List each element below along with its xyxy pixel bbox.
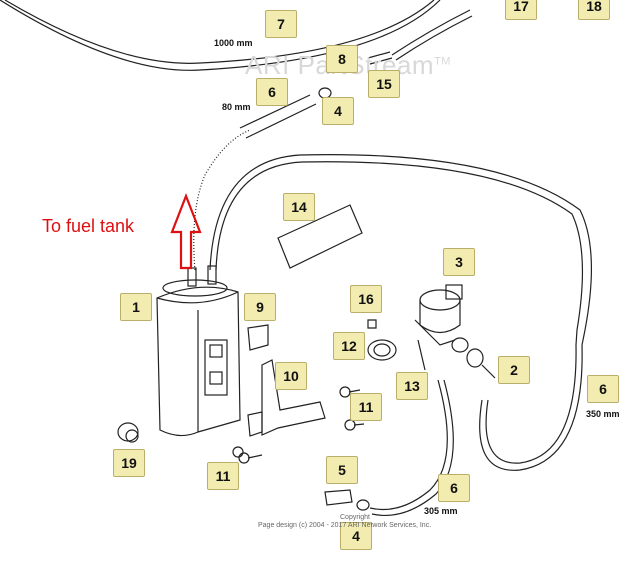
hose-350mm-loop	[479, 344, 583, 471]
callout-7[interactable]: 7	[265, 10, 297, 38]
clamp-12	[367, 339, 397, 361]
callout-5[interactable]: 5	[326, 456, 358, 484]
hose-350mm-loop-inner	[485, 344, 577, 464]
connector-15	[367, 51, 393, 65]
bracket-10	[261, 359, 326, 436]
bracket-9	[247, 324, 269, 351]
dim-1000mm: 1000 mm	[214, 38, 253, 48]
callout-11-bottom[interactable]: 11	[207, 462, 239, 490]
screw-11a	[238, 452, 250, 464]
screw-11b	[232, 446, 244, 458]
hose-350mm-inner	[215, 161, 584, 346]
callout-4-bottom[interactable]: 4	[340, 522, 372, 550]
footer-page-design: Page design (c) 2004 - 2017 ARI Network …	[258, 522, 432, 529]
callout-6-right[interactable]: 6	[587, 375, 619, 403]
callout-6-bottom[interactable]: 6	[438, 474, 470, 502]
callout-2[interactable]: 2	[498, 356, 530, 384]
dim-350mm: 350 mm	[586, 409, 620, 419]
hose-80mm	[239, 94, 317, 139]
arrow-to-fuel-tank	[170, 192, 202, 270]
callout-16[interactable]: 16	[350, 285, 382, 313]
clip-11a	[247, 411, 263, 437]
callout-17[interactable]: 17	[505, 0, 537, 20]
hose-1000mm-inner	[4, 0, 435, 64]
callout-15[interactable]: 15	[368, 70, 400, 98]
label-14	[277, 204, 363, 269]
callout-19[interactable]: 19	[113, 449, 145, 477]
screw-11d	[344, 419, 356, 431]
callout-10[interactable]: 10	[275, 362, 307, 390]
callout-4-top[interactable]: 4	[322, 97, 354, 125]
callout-8[interactable]: 8	[326, 45, 358, 73]
hose-350mm-long	[209, 154, 593, 346]
callout-6-top[interactable]: 6	[256, 78, 288, 106]
canister-1	[156, 265, 241, 437]
callout-11-mid[interactable]: 11	[350, 393, 382, 421]
screw-11c	[339, 386, 351, 398]
screw-16	[367, 319, 377, 329]
callout-14[interactable]: 14	[283, 193, 315, 221]
callout-3[interactable]: 3	[443, 248, 475, 276]
valve-3	[414, 284, 496, 379]
hose-to-tank	[193, 129, 251, 271]
callout-1[interactable]: 1	[120, 293, 152, 321]
dim-305mm: 305 mm	[424, 506, 458, 516]
callout-9[interactable]: 9	[244, 293, 276, 321]
fitting-5	[324, 489, 353, 506]
fuel-tank-annotation: To fuel tank	[42, 216, 135, 236]
tube-top-inner	[395, 15, 473, 61]
tube-top	[391, 9, 471, 56]
hose-305mm	[369, 379, 448, 511]
footer-copyright: Copyright	[340, 514, 370, 521]
hose-1000mm	[0, 0, 441, 71]
callout-18[interactable]: 18	[578, 0, 610, 20]
callout-12[interactable]: 12	[333, 332, 365, 360]
dim-80mm: 80 mm	[222, 102, 251, 112]
callout-13[interactable]: 13	[396, 372, 428, 400]
